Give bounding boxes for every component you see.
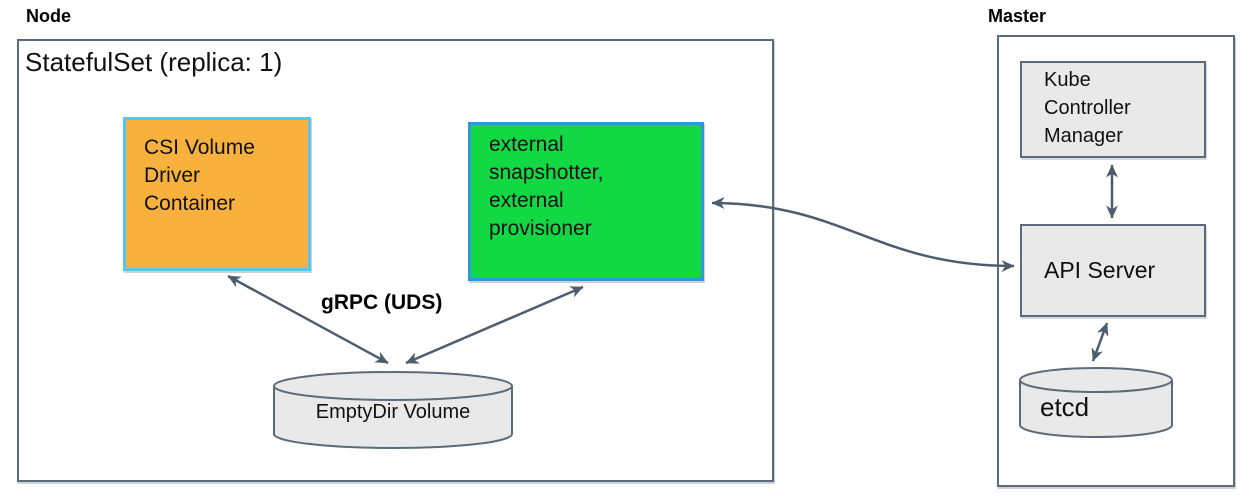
- csi-volume-driver-box: CSI Volume Driver Container: [123, 117, 311, 271]
- master-group-label: Master: [988, 6, 1047, 26]
- node-group-label: Node: [26, 6, 71, 26]
- statefulset-title: StatefulSet (replica: 1): [25, 47, 283, 77]
- etcd-label: etcd: [1040, 392, 1090, 422]
- api-server-box: API Server: [1020, 224, 1206, 317]
- grpc-uds-label: gRPC (UDS): [321, 291, 443, 314]
- external-snapshotter-provisioner-box: external snapshotter, external provision…: [468, 122, 704, 281]
- emptydir-volume-label: EmptyDir Volume: [315, 401, 471, 423]
- kube-controller-manager-box: Kube Controller Manager: [1020, 61, 1206, 158]
